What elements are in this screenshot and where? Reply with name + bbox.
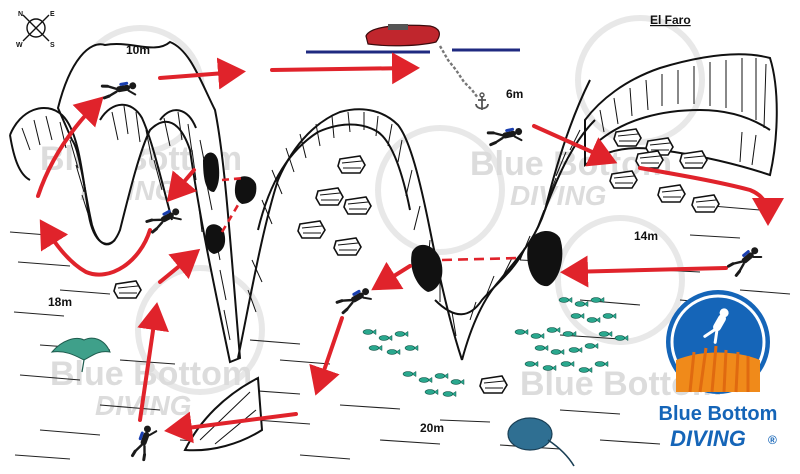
diver (486, 124, 526, 149)
boulder (337, 155, 366, 174)
route-arrow (532, 124, 618, 167)
surface-group (306, 24, 520, 110)
left-hatching (21, 105, 231, 341)
route-arrow (164, 411, 298, 444)
depth-label-6m: 6m (506, 87, 523, 101)
cave-left-upper (203, 152, 220, 192)
route-arrow (270, 52, 420, 85)
route-arrow (309, 316, 344, 396)
cave-left-lower (205, 224, 226, 254)
boulder (613, 128, 642, 147)
route-arrow (39, 219, 152, 277)
dive-route (36, 52, 784, 444)
boulder (113, 280, 142, 299)
boulder (333, 237, 362, 256)
boulder (479, 375, 508, 394)
boulder (343, 196, 372, 215)
boulder (609, 170, 638, 189)
depth-label-20m: 20m (420, 421, 444, 435)
compass-n: N (18, 11, 23, 18)
depth-label-18m: 18m (48, 295, 72, 309)
logo-text-line2: DIVING (670, 426, 746, 451)
boulder (297, 220, 326, 239)
logo-registered-mark: ® (768, 433, 777, 447)
cave-central (411, 244, 443, 292)
route-arrow (158, 248, 201, 284)
cave-mid-upper (234, 176, 257, 204)
depth-label-10m: 10m (126, 43, 150, 57)
route-arrow (166, 168, 198, 203)
watermark-text-2b: DIVING (510, 180, 606, 211)
boulder (315, 187, 344, 206)
left-arch-rock (9, 103, 197, 245)
anchor-chain (438, 45, 479, 99)
watermark-text-3: Blue Bottom (50, 355, 252, 393)
boulder (691, 194, 720, 213)
compass-w: W (16, 42, 23, 49)
dive-boat (365, 24, 440, 47)
logo-text-line1: Blue Bottom (659, 403, 778, 425)
depth-label-14m: 14m (634, 229, 658, 243)
diver (727, 243, 765, 279)
brand-logo: Blue Bottom DIVING ® (659, 290, 778, 451)
route-arrow (371, 261, 412, 291)
route-arrow (638, 166, 784, 226)
cave-right (527, 230, 563, 287)
route-arrow (137, 302, 169, 422)
route-arrow (36, 96, 104, 198)
compass-icon: N E S W (16, 11, 55, 49)
diver (145, 204, 185, 236)
boulder (635, 150, 664, 169)
caves (203, 152, 563, 292)
route-arrow (158, 57, 246, 90)
site-name: El Faro (650, 13, 691, 27)
diver (130, 422, 159, 462)
right-hatching (599, 58, 767, 166)
route-arrow (560, 255, 728, 288)
anchor-icon (475, 92, 489, 110)
right-hill-rock (544, 79, 591, 211)
diver (335, 284, 375, 316)
logo-emblem (666, 290, 770, 394)
compass-e: E (50, 11, 55, 18)
manta-ray (50, 337, 111, 373)
compass-s: S (50, 42, 55, 49)
boulder (679, 150, 708, 169)
boulder (657, 184, 686, 203)
stingray (507, 417, 575, 467)
